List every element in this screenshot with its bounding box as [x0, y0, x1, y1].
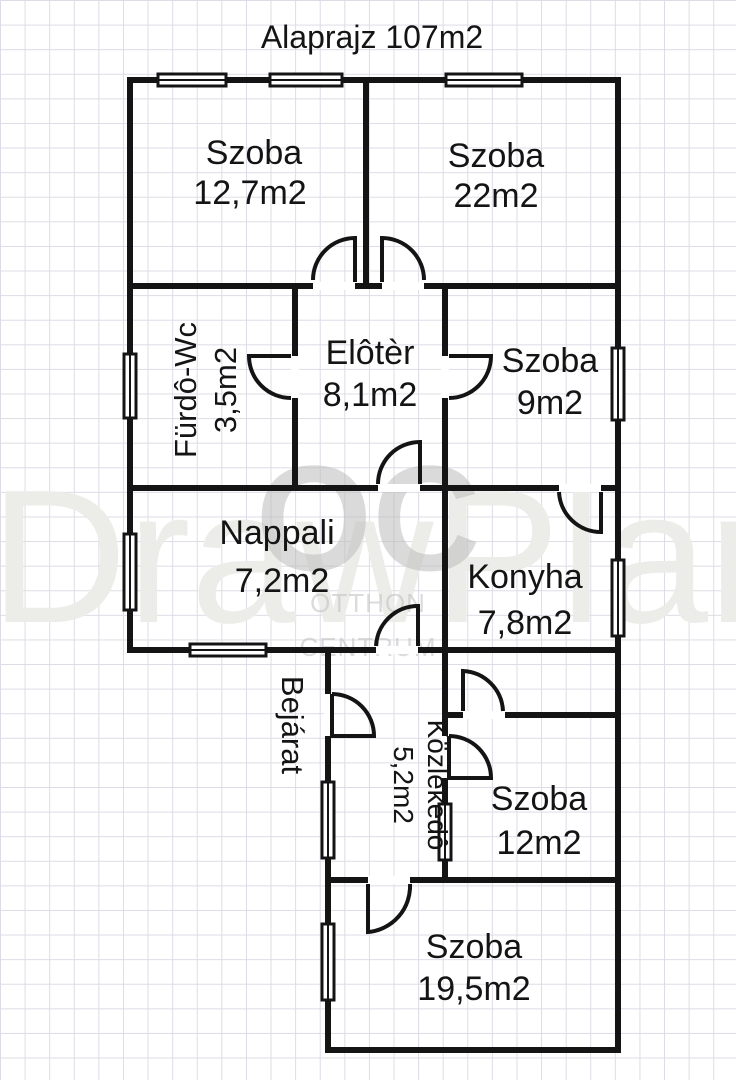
room-name: Szoba: [206, 134, 302, 172]
room-area: 9m2: [517, 384, 583, 422]
window: [437, 802, 453, 862]
watermark-logo-line1: OTTHON: [310, 588, 426, 618]
window: [188, 642, 268, 658]
room-area: 8,1m2: [323, 376, 418, 414]
room-label: Konyha 7,8m2: [467, 558, 582, 642]
door: [374, 603, 420, 654]
room-label: Szoba 22m2: [448, 137, 544, 215]
room-area: 12,7m2: [193, 174, 306, 212]
window: [610, 346, 626, 422]
window: [268, 72, 344, 88]
room-name: Nappali: [219, 514, 334, 552]
room-name: Fürdô-Wc: [168, 322, 203, 458]
room-name: Szoba: [491, 780, 587, 818]
plan-title: Alaprajz 107m2: [261, 19, 483, 55]
door: [366, 876, 413, 935]
room-label: Szoba 9m2: [502, 342, 598, 422]
window: [444, 72, 524, 88]
window: [122, 532, 138, 612]
window: [320, 780, 336, 860]
room-name: Elôtèr: [326, 334, 415, 372]
room-area: 5,2m2: [388, 746, 419, 824]
window: [122, 352, 138, 420]
room-area: 19,5m2: [417, 970, 530, 1008]
room-label: Közlekedô 5,2m2: [388, 720, 453, 851]
room-label: Szoba 12,7m2: [193, 134, 306, 212]
entrance-label: Bejárat: [275, 676, 310, 775]
room-name: Szoba: [502, 342, 598, 380]
window: [610, 558, 626, 638]
door: [380, 235, 426, 290]
door: [246, 354, 299, 400]
room-label: Elôtèr 8,1m2: [323, 334, 418, 414]
room-area: 3,5m2: [208, 347, 243, 433]
room-name: Közlekedô: [422, 720, 453, 851]
window: [156, 72, 228, 88]
door: [557, 484, 603, 535]
door: [324, 692, 377, 738]
room-area: 7,8m2: [478, 604, 573, 642]
room-label: Nappali 7,2m2: [219, 514, 334, 600]
room-name: Konyha: [467, 558, 582, 596]
door: [441, 354, 494, 400]
room-label: Szoba 19,5m2: [417, 928, 530, 1008]
door: [311, 235, 357, 290]
room-label: Szoba 12m2: [491, 780, 587, 862]
door: [461, 668, 505, 719]
door: [441, 734, 494, 780]
room-label: Fürdô-Wc 3,5m2: [168, 322, 243, 458]
window: [320, 922, 336, 1002]
room-area: 12m2: [496, 824, 581, 862]
door: [376, 439, 422, 492]
room-area: 7,2m2: [235, 562, 330, 600]
room-area: 22m2: [453, 177, 538, 215]
room-name: Szoba: [426, 928, 522, 966]
room-name: Szoba: [448, 137, 544, 175]
